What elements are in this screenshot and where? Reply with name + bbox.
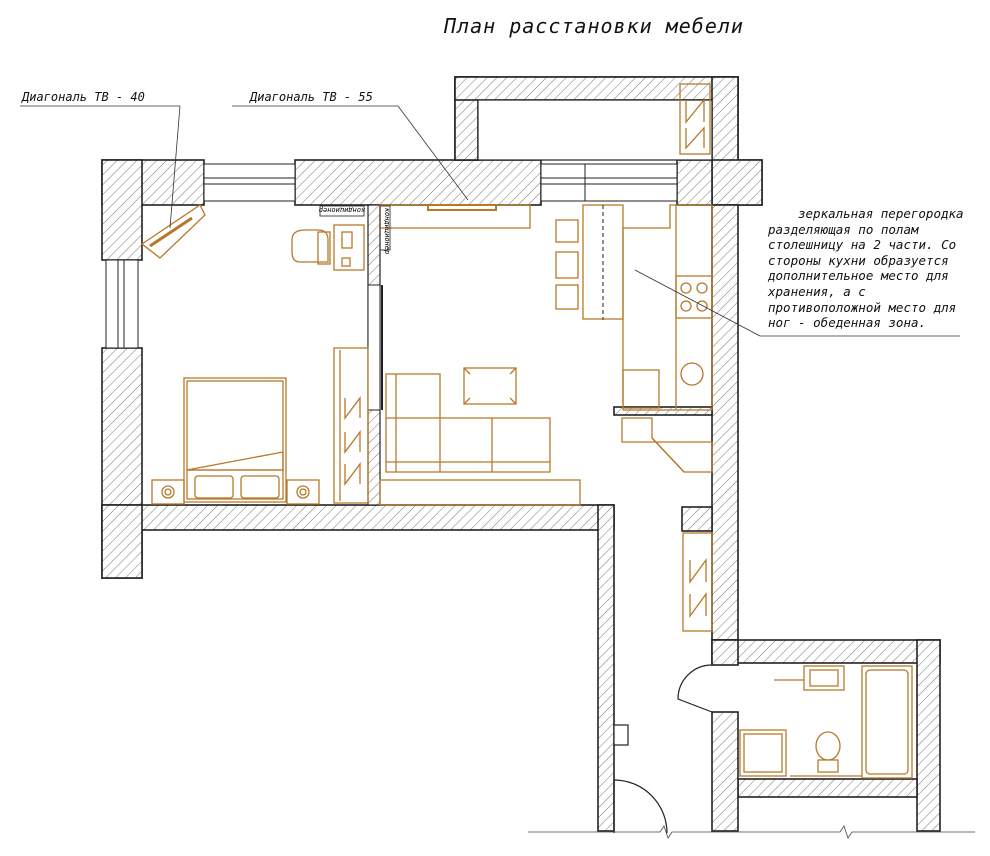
bedroom-wardrobe bbox=[333, 347, 369, 504]
doors bbox=[613, 664, 713, 834]
furniture bbox=[140, 83, 913, 779]
bedroom-chair bbox=[291, 229, 329, 263]
entrance-door-arc bbox=[613, 779, 668, 834]
living-bench bbox=[379, 479, 581, 506]
ac-label-left: кондиционер bbox=[319, 206, 365, 214]
wall-bath-left bbox=[711, 711, 739, 832]
wall-bath-left-stub bbox=[711, 639, 739, 666]
plan-title: План расстановки мебели bbox=[444, 14, 744, 38]
window-top-left bbox=[203, 163, 296, 202]
wall-balcony-stub bbox=[711, 159, 763, 206]
break-lines bbox=[528, 825, 975, 839]
nightstand-right bbox=[286, 479, 320, 505]
bar-stool-3 bbox=[555, 284, 579, 310]
wall-bath-top bbox=[711, 639, 941, 664]
washing-machine bbox=[739, 729, 787, 777]
cooktop bbox=[675, 275, 713, 319]
kitchen-sink bbox=[680, 362, 704, 386]
wall-right-kitchen bbox=[711, 204, 739, 641]
tv-55-console bbox=[379, 204, 531, 229]
nightstand-left bbox=[151, 479, 185, 505]
corridor-cabinet bbox=[621, 417, 713, 473]
bed bbox=[183, 377, 287, 503]
wall-kitchen-partition bbox=[613, 406, 713, 416]
toilet bbox=[815, 731, 841, 761]
leader-lines bbox=[20, 105, 960, 337]
wall-bath-bottom bbox=[737, 778, 918, 798]
balcony-storage bbox=[679, 83, 711, 155]
bath-sink bbox=[803, 665, 845, 691]
kitchen-cabinet bbox=[622, 369, 660, 409]
ac-label-right: кондиционер bbox=[383, 208, 391, 254]
wall-bottom-left-block bbox=[101, 504, 143, 579]
callout-partition-note: зеркальная перегородка разделяющая по по… bbox=[768, 206, 964, 331]
partition-door-gap bbox=[367, 284, 381, 411]
wall-top-right bbox=[676, 159, 713, 206]
window-top-right bbox=[540, 163, 678, 202]
wall-corridor-left bbox=[597, 504, 615, 832]
window-left bbox=[105, 259, 139, 349]
corridor-wardrobe bbox=[682, 532, 713, 632]
bathroom-door-arc bbox=[677, 664, 713, 713]
callout-tv-40: Диагональ ТВ - 40 bbox=[22, 90, 145, 104]
ac-units: кондиционер кондиционер bbox=[319, 205, 391, 254]
wall-bottom-main bbox=[101, 504, 615, 531]
wall-bath-right bbox=[916, 639, 941, 832]
balcony-floor bbox=[478, 100, 712, 160]
windows bbox=[105, 163, 678, 349]
bedroom-desk bbox=[333, 224, 365, 271]
wall-top-middle bbox=[294, 159, 542, 206]
bar-stool-1 bbox=[555, 219, 579, 243]
wall-balcony-top bbox=[454, 76, 739, 101]
tv-40-stand bbox=[140, 204, 206, 259]
callout-tv-55: Диагональ ТВ - 55 bbox=[250, 90, 373, 104]
kitchen-counter bbox=[622, 204, 713, 411]
bathtub bbox=[861, 665, 913, 779]
bar-stool-2 bbox=[555, 251, 579, 279]
sofa bbox=[385, 373, 551, 473]
balcony-outline bbox=[477, 99, 713, 161]
wall-corridor-stub bbox=[681, 506, 713, 532]
coffee-table bbox=[463, 367, 517, 405]
wall-left-upper bbox=[101, 159, 143, 261]
